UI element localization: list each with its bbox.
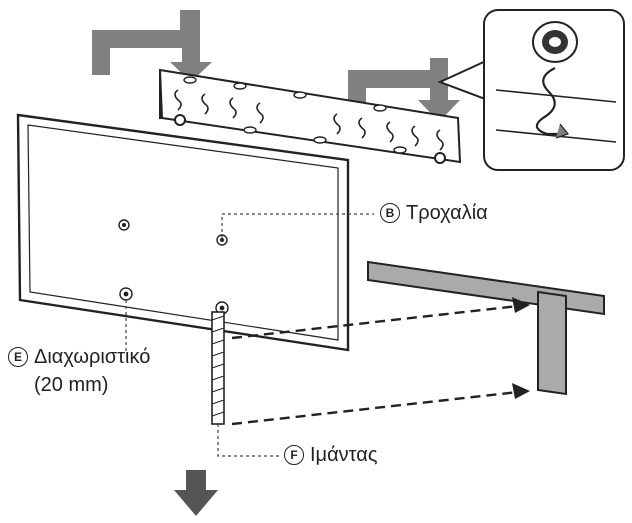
spacer-label-letter: E [8,347,28,367]
pulley-label: B Τροχαλία [380,202,488,225]
strap-leader-line [217,424,280,457]
gray-placement-arrow-right [348,58,460,122]
pulley-leader-line [221,213,374,238]
strap [211,311,225,425]
wall-bracket [158,68,462,164]
spacer-label: E Διαχωριστικό [8,346,150,369]
pulley-label-text: Τροχαλία [406,202,488,224]
down-arrow-icon [174,470,218,516]
spacer-label-text: Διαχωριστικό [34,346,151,368]
wall-stand [367,260,605,396]
spacer-size-label: (20 mm) [34,374,109,396]
gray-placement-arrow-left [92,10,212,82]
strap-label-text: Ιμάντας [310,444,378,466]
tv-panel [16,113,350,352]
strap-label: F Ιμάντας [284,444,377,467]
strap-label-letter: F [284,445,304,465]
pulley-label-letter: B [380,203,400,223]
detail-zoom-inset [437,9,625,171]
pulley-detail-icon [532,21,578,63]
